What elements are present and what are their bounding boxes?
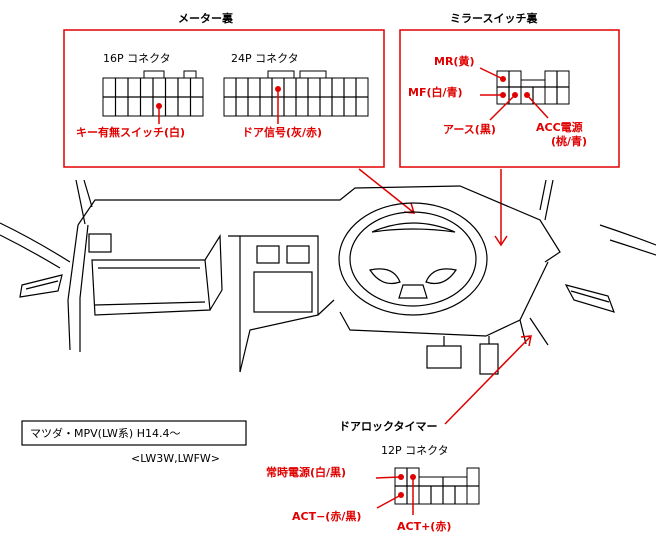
under-dash-module: [479, 343, 499, 375]
constant-power-label: 常時電源(白/黒): [266, 465, 346, 479]
mirror-switch-connector: [496, 70, 570, 105]
key-switch-label: キー有無スイッチ(白): [76, 125, 185, 139]
mirror-inset: ミラースイッチ裏 MR(黄) MF(白/青) アース(黒) ACC電源 (桃/青…: [399, 11, 620, 168]
acc-label-line1: ACC電源: [536, 120, 583, 134]
steering-wheel-inner: [349, 211, 477, 307]
ground-leader: [489, 94, 516, 121]
console-button-left: [256, 245, 280, 264]
steering-right-spoke: [425, 268, 457, 285]
left-vent-box: [88, 233, 112, 253]
console-panel: [253, 271, 313, 313]
connector-24p: [223, 70, 369, 117]
acc-leader: [526, 94, 549, 119]
right-door-vent: [564, 284, 615, 313]
dashboard-top: [77, 185, 561, 263]
connector-16p-label: 16P コネクタ: [103, 52, 171, 65]
mf-label: MF(白/青): [408, 85, 463, 99]
meter-inset: メーター裏 16P コネクタ キー有無スイッチ(白) 24P コネクタ: [63, 11, 385, 168]
connector-12p-label: 12P コネクタ: [381, 444, 449, 457]
ground-label: アース(黒): [443, 123, 496, 136]
vehicle-title-box: [21, 420, 247, 446]
mr-label: MR(黄): [434, 54, 474, 68]
meter-callout-arrow: [358, 168, 414, 213]
mr-leader: [479, 67, 504, 80]
connector-24p-label: 24P コネクタ: [231, 52, 299, 65]
door-signal-label: ドア信号(灰/赤): [242, 125, 322, 139]
vehicle-info: マツダ・MPV(LW系) H14.4～ <LW3W,LWFW>: [21, 420, 247, 465]
acc-label-line2: (桃/青): [551, 134, 587, 148]
act-plus-label: ACT+(赤): [397, 519, 451, 533]
act-minus-label: ACT−(赤/黒): [292, 509, 361, 523]
meter-title: メーター裏: [178, 11, 234, 25]
under-dash-box: [426, 345, 462, 369]
vehicle-title: マツダ・MPV(LW系) H14.4～: [30, 426, 181, 440]
console-button-right: [286, 245, 310, 264]
dashboard-illustration: [0, 179, 656, 425]
center-console: [228, 235, 319, 373]
steering-left-spoke: [369, 268, 401, 285]
left-door-vent: [19, 274, 63, 298]
vehicle-models: <LW3W,LWFW>: [131, 452, 220, 465]
connector-12p: [394, 467, 480, 505]
door-lock-timer-section: ドアロックタイマー 12P コネクタ 常時電源(白/黒) ACT−(赤/黒) A…: [266, 420, 480, 533]
steering-wheel-outer: [338, 202, 488, 316]
constant-power-leader: [375, 476, 402, 479]
callout-arrows: [358, 168, 508, 247]
steering-upper-spoke: [371, 222, 456, 233]
act-minus-leader: [376, 494, 402, 509]
steering-bottom-spoke: [398, 284, 428, 299]
mirror-inset-frame: [399, 29, 620, 168]
door-lock-timer-arrow: [444, 336, 531, 425]
mirror-title: ミラースイッチ裏: [450, 11, 538, 25]
connector-16p: [102, 70, 204, 117]
meter-inset-frame: [63, 29, 385, 168]
door-lock-timer-title: ドアロックタイマー: [339, 420, 438, 433]
